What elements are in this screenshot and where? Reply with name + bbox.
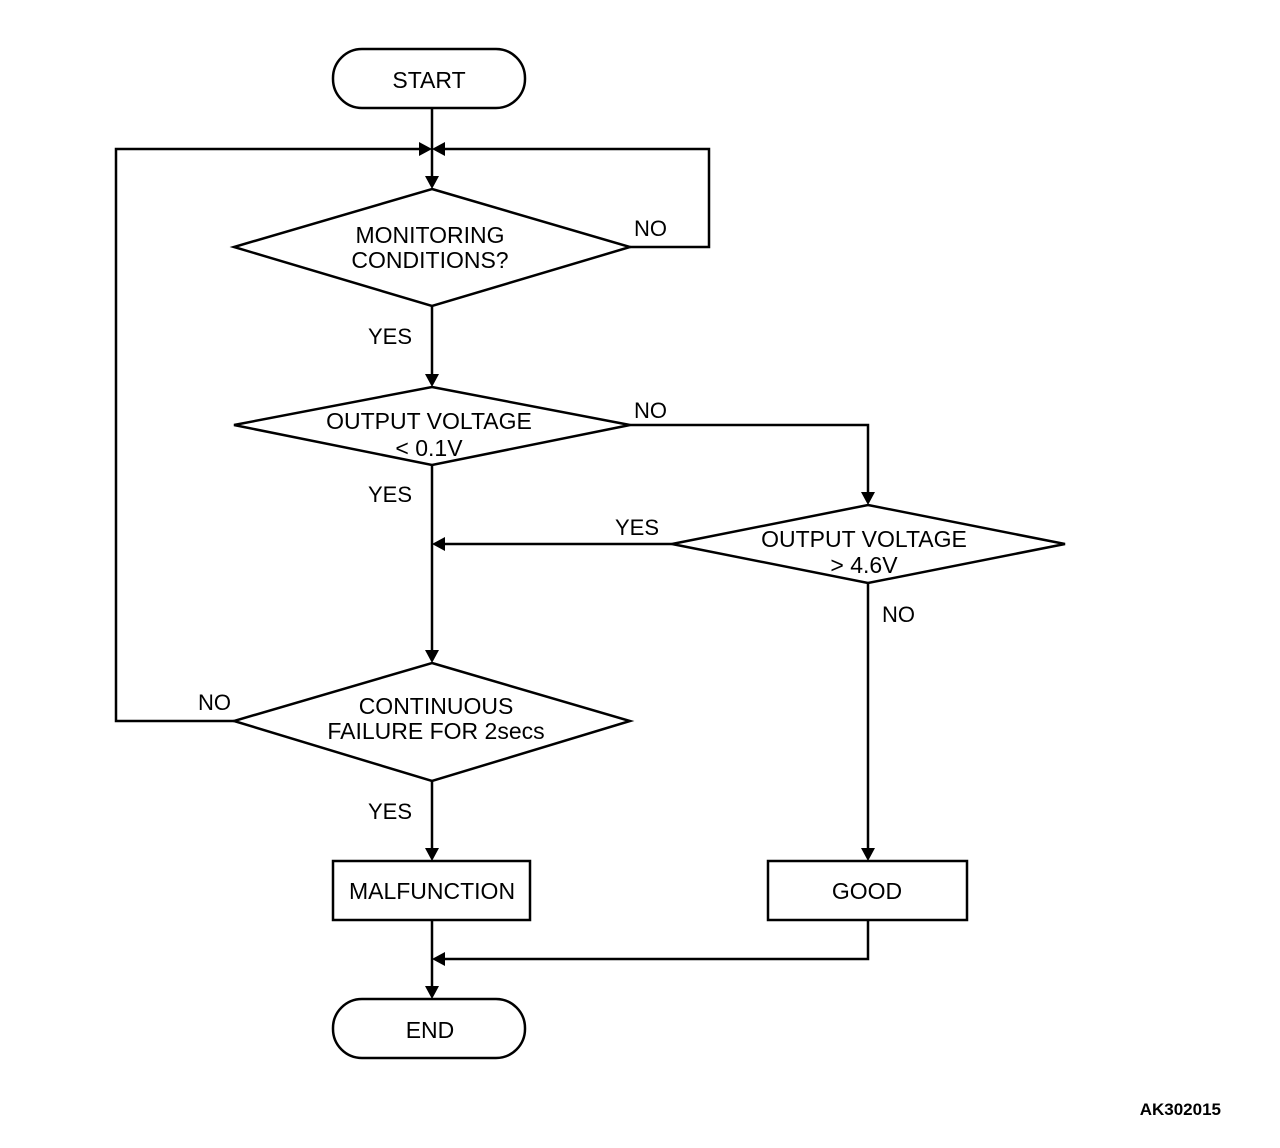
monitoring-yes-label: YES [368,324,412,349]
malfunction-label: MALFUNCTION [349,878,515,904]
continuous-decision: CONTINUOUS FAILURE FOR 2secs [229,661,635,783]
arrow-into-end [425,986,439,999]
edge-labels: NO YES NO YES YES NO NO YES [198,216,915,824]
line-good-to-end [444,920,870,961]
good-label: GOOD [832,878,902,904]
start-label: START [392,67,465,93]
line-low-voltage-no [630,423,870,492]
arrow-into-malfunction [425,848,439,861]
connectors [114,108,875,999]
continuous-no-label: NO [198,690,231,715]
monitoring-label-line2: CONDITIONS? [351,247,508,273]
high-voltage-label-line1: OUTPUT VOLTAGE [761,526,967,552]
good-process: GOOD [766,859,969,922]
end-label: END [406,1017,455,1043]
high-voltage-decision: OUTPUT VOLTAGE > 4.6V [671,503,1066,585]
arrow-into-monitoring [425,176,439,189]
line-continuous-no-loop [114,147,420,723]
monitoring-label-line1: MONITORING [355,222,504,248]
monitoring-diamond [229,187,635,308]
arrow-good-merge [432,952,445,966]
arrow-high-voltage-yes [432,537,445,551]
continuous-diamond [229,661,635,783]
arrow-continuous-no-return [419,142,432,156]
continuous-label-line2: FAILURE FOR 2secs [327,718,544,744]
low-voltage-label-line2: < 0.1V [395,435,463,461]
line-monitoring-no-loop [444,147,711,249]
good-box [766,859,969,922]
low-voltage-yes-label: YES [368,482,412,507]
continuous-label-line1: CONTINUOUS [359,693,514,719]
end-terminal: END [331,997,527,1060]
start-shape [331,47,527,110]
low-voltage-decision: OUTPUT VOLTAGE < 0.1V [233,385,631,467]
low-voltage-no-label: NO [634,398,667,423]
continuous-yes-label: YES [368,799,412,824]
high-voltage-no-label: NO [882,602,915,627]
high-voltage-label-line2: > 4.6V [830,552,898,578]
monitoring-no-label: NO [634,216,667,241]
arrow-into-low-voltage [425,374,439,387]
malfunction-box [331,859,532,922]
figure-code: AK302015 [1140,1100,1221,1119]
arrow-into-continuous [425,650,439,663]
low-voltage-label-line1: OUTPUT VOLTAGE [326,408,532,434]
start-terminal: START [331,47,527,110]
malfunction-process: MALFUNCTION [331,859,532,922]
low-voltage-diamond [233,385,631,467]
arrow-monitoring-no-return [432,142,445,156]
high-voltage-diamond [671,503,1066,585]
arrow-into-good [861,848,875,861]
arrow-into-high-voltage [861,492,875,505]
end-shape [331,997,527,1060]
monitoring-decision: MONITORING CONDITIONS? [229,187,635,308]
high-voltage-yes-label: YES [615,515,659,540]
